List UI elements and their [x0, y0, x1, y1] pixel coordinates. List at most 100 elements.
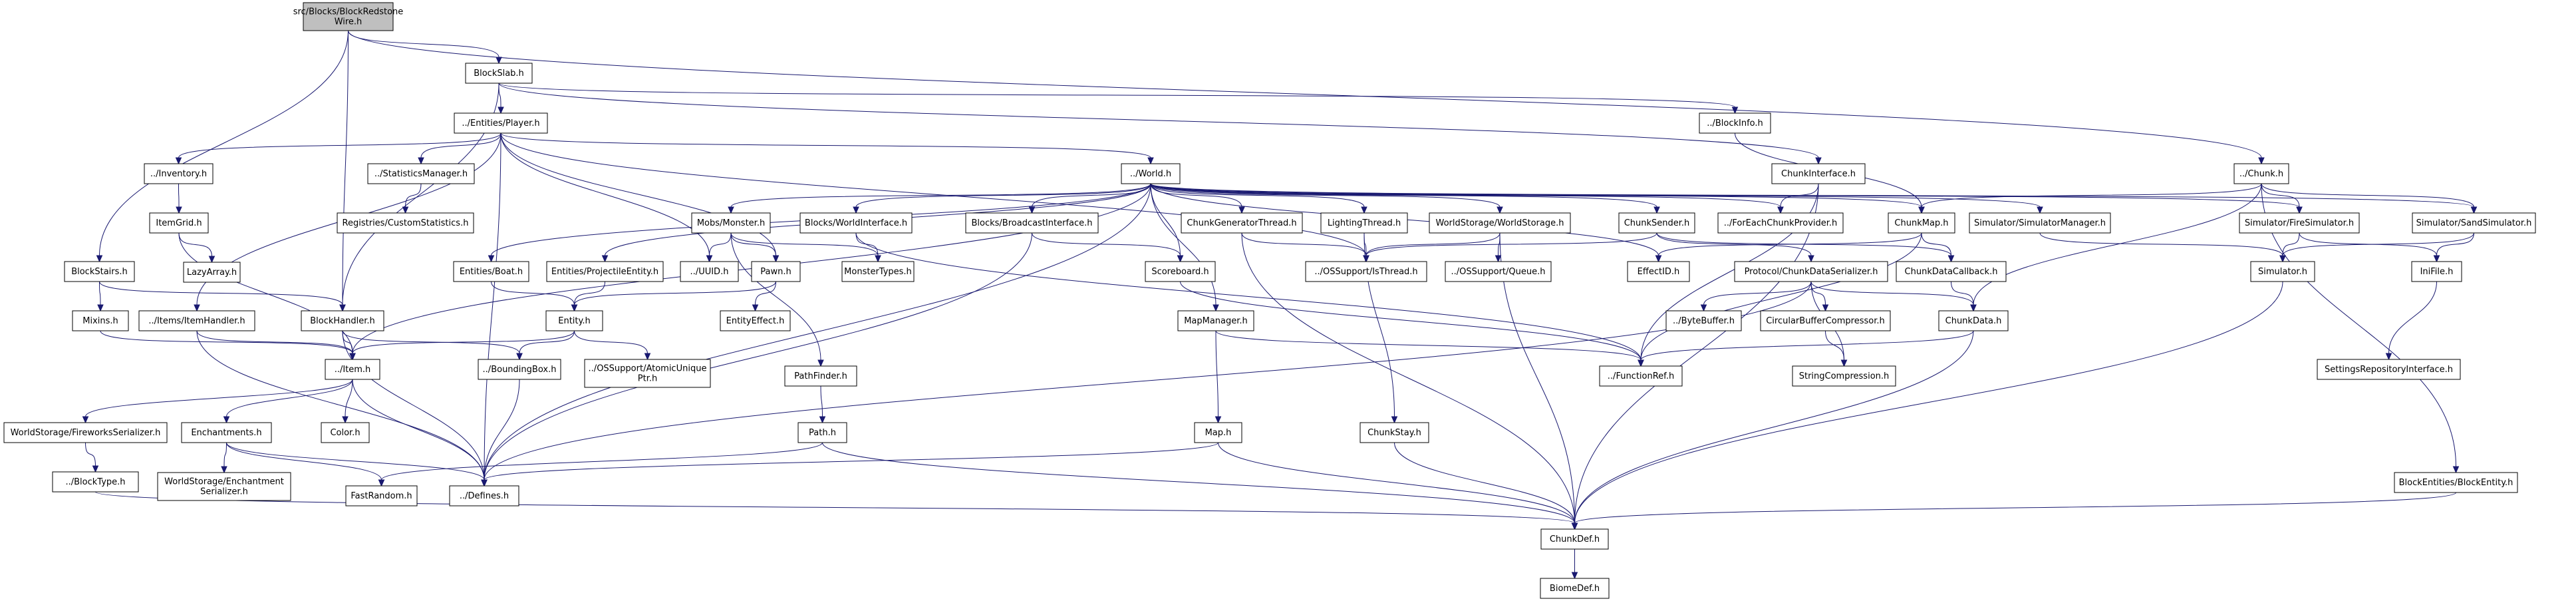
include-edge — [491, 281, 575, 305]
node-boundingbox[interactable]: ../BoundingBox.h — [478, 359, 561, 380]
node-simmgr[interactable]: Simulator/SimulatorManager.h — [1969, 212, 2111, 234]
node-foreach[interactable]: ../ForEachChunkProvider.h — [1717, 212, 1844, 234]
node-label: ../BoundingBox.h — [483, 365, 557, 375]
node-circbuf[interactable]: CircularBufferCompressor.h — [1760, 310, 1891, 331]
node-blockslab[interactable]: BlockSlab.h — [465, 63, 533, 84]
node-bytebuffer[interactable]: ../ByteBuffer.h — [1665, 310, 1742, 331]
node-chunkdataser[interactable]: Protocol/ChunkDataSerializer.h — [1734, 261, 1888, 282]
node-statmgr[interactable]: ../StatisticsManager.h — [367, 163, 475, 184]
node-simulatorh[interactable]: Simulator.h — [2250, 261, 2315, 282]
node-settingsrepo[interactable]: SettingsRepositoryInterface.h — [2317, 359, 2461, 380]
node-chunksender[interactable]: ChunkSender.h — [1618, 212, 1695, 234]
node-biomedef[interactable]: BiomeDef.h — [1540, 578, 1610, 599]
include-edge — [730, 232, 776, 256]
node-fwser[interactable]: WorldStorage/FireworksSerializer.h — [3, 422, 168, 443]
include-edge — [2039, 232, 2283, 256]
arrowhead-icon — [1822, 304, 1829, 312]
node-enchantments[interactable]: Enchantments.h — [181, 422, 272, 443]
node-color[interactable]: Color.h — [321, 422, 370, 443]
include-edge — [1810, 281, 1974, 305]
node-entity[interactable]: Entity.h — [545, 310, 603, 331]
node-label: Blocks/WorldInterface.h — [805, 218, 907, 228]
node-label: Scoreboard.h — [1151, 267, 1209, 277]
arrowhead-icon — [2470, 206, 2478, 214]
node-lazyarray[interactable]: LazyArray.h — [183, 262, 241, 283]
node-box — [72, 310, 129, 331]
node-projectile[interactable]: Entities/ProjectileEntity.h — [546, 261, 664, 282]
node-map[interactable]: Map.h — [1194, 422, 1242, 443]
node-item[interactable]: ../Item.h — [325, 359, 380, 380]
node-blockstairs[interactable]: BlockStairs.h — [64, 261, 135, 282]
include-edge — [855, 183, 1151, 208]
include-edge — [1150, 183, 2474, 208]
node-blocktype[interactable]: ../BlockType.h — [52, 471, 139, 493]
node-label: ChunkDef.h — [1550, 534, 1600, 544]
node-entityeffect[interactable]: EntityEffect.h — [720, 310, 791, 331]
arrowhead-icon — [1970, 304, 1977, 312]
include-edge — [574, 330, 648, 354]
node-functionref[interactable]: ../FunctionRef.h — [1599, 365, 1683, 387]
node-mixins[interactable]: Mixins.h — [72, 310, 129, 331]
node-fastrandom[interactable]: FastRandom.h — [345, 485, 418, 506]
node-mapmanager[interactable]: MapManager.h — [1177, 310, 1254, 331]
node-box — [1194, 422, 1242, 443]
node-chunkmap[interactable]: ChunkMap.h — [1888, 212, 1955, 234]
node-worldstorage[interactable]: WorldStorage/WorldStorage.h — [1429, 212, 1571, 234]
include-edge — [1150, 183, 1781, 208]
node-broadcastinterface[interactable]: Blocks/BroadcastInterface.h — [965, 212, 1099, 234]
node-box — [1599, 365, 1683, 387]
node-isthread[interactable]: ../OSSupport/IsThread.h — [1305, 261, 1427, 282]
include-edge — [500, 132, 776, 256]
node-chunkdatacallback[interactable]: ChunkDataCallback.h — [1896, 261, 2007, 282]
arrowhead-icon — [208, 256, 215, 264]
node-customstats[interactable]: Registries/CustomStatistics.h — [337, 212, 474, 234]
node-inventory[interactable]: ../Inventory.h — [144, 163, 214, 184]
node-blockinfo[interactable]: ../BlockInfo.h — [1699, 112, 1771, 134]
include-edge — [348, 30, 2262, 158]
node-box — [2233, 163, 2289, 184]
node-scoreboard[interactable]: Scoreboard.h — [1145, 261, 1216, 282]
arrowhead-icon — [817, 359, 824, 367]
node-inifile[interactable]: IniFile.h — [2411, 261, 2462, 282]
node-blockentity[interactable]: BlockEntities/BlockEntity.h — [2394, 472, 2518, 493]
include-edge — [405, 183, 422, 208]
node-box — [1540, 528, 1609, 550]
node-player[interactable]: ../Entities/Player.h — [454, 112, 548, 134]
node-defines[interactable]: ../Defines.h — [449, 485, 519, 506]
include-edge — [1150, 183, 1365, 208]
include-edge — [1363, 232, 1395, 417]
node-stringcomp[interactable]: StringCompression.h — [1792, 365, 1896, 387]
node-chunkstay[interactable]: ChunkStay.h — [1360, 422, 1429, 443]
include-edge — [348, 30, 500, 58]
node-monster[interactable]: Mobs/Monster.h — [691, 212, 771, 234]
node-chunkgenthread[interactable]: ChunkGeneratorThread.h — [1181, 212, 1303, 234]
node-chunkinterface[interactable]: ChunkInterface.h — [1771, 163, 1866, 184]
node-lightingthread[interactable]: LightingThread.h — [1320, 212, 1408, 234]
node-pathfinder[interactable]: PathFinder.h — [784, 365, 857, 387]
node-entboat[interactable]: Entities/Boat.h — [453, 261, 529, 282]
node-queue[interactable]: ../OSSupport/Queue.h — [1445, 261, 1552, 282]
node-chunkdata[interactable]: ChunkData.h — [1938, 310, 2009, 331]
include-edge — [178, 132, 501, 158]
include-edge — [500, 132, 1367, 256]
node-monstertypes[interactable]: MonsterTypes.h — [841, 261, 915, 282]
node-effectid[interactable]: EffectID.h — [1627, 261, 1690, 282]
node-sandsim[interactable]: Simulator/SandSimulator.h — [2412, 212, 2536, 234]
node-world[interactable]: ../World.h — [1121, 163, 1181, 184]
arrowhead-icon — [92, 465, 99, 473]
node-worldinterface[interactable]: Blocks/WorldInterface.h — [799, 212, 913, 234]
node-itemhandler[interactable]: ../Items/ItemHandler.h — [138, 310, 255, 331]
node-chunkdef[interactable]: ChunkDef.h — [1540, 528, 1609, 550]
include-edge — [223, 442, 227, 467]
include-edge — [822, 442, 1575, 524]
arrowhead-icon — [1391, 416, 1398, 424]
node-path[interactable]: Path.h — [797, 422, 847, 443]
node-itemgrid[interactable]: ItemGrid.h — [149, 212, 209, 234]
node-uuid[interactable]: ../UUID.h — [680, 261, 739, 282]
node-chunk[interactable]: ../Chunk.h — [2233, 163, 2289, 184]
node-pawn[interactable]: Pawn.h — [751, 261, 801, 282]
node-firesim[interactable]: Simulator/FireSimulator.h — [2239, 212, 2360, 234]
node-blockhandler[interactable]: BlockHandler.h — [301, 310, 384, 331]
